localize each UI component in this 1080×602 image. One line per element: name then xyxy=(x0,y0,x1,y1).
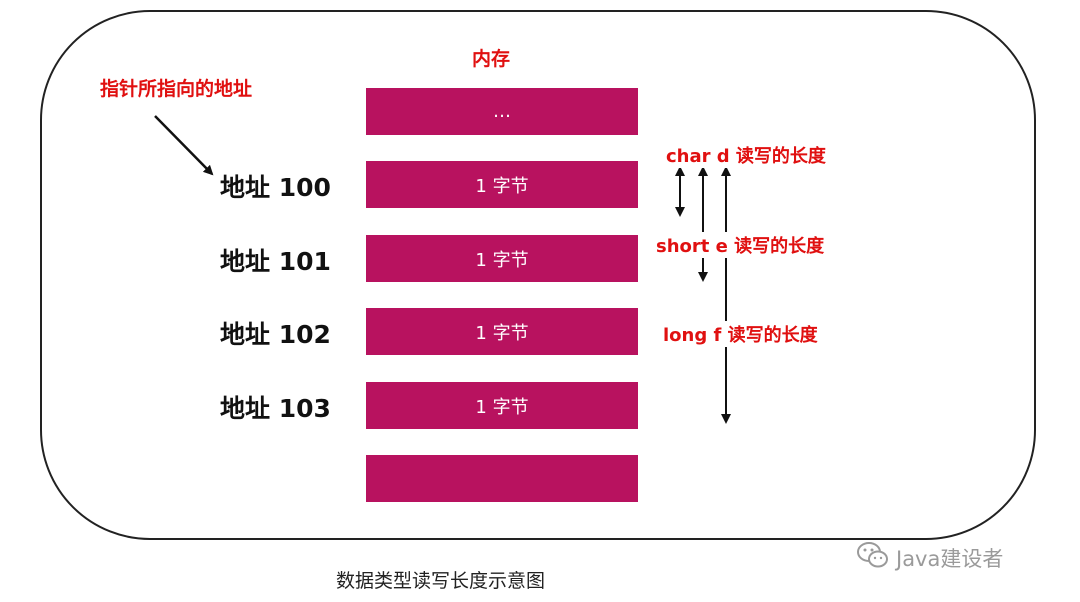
char-length-label: char d 读写的长度 xyxy=(664,142,828,168)
memory-cell-103: 1 字节 xyxy=(366,382,638,429)
address-label-103: 地址 103 xyxy=(220,394,331,423)
memory-cell-100: 1 字节 xyxy=(366,161,638,208)
address-label-100: 地址 100 xyxy=(220,173,331,202)
address-label-101: 地址 101 xyxy=(220,247,331,276)
wechat-icon xyxy=(856,540,890,575)
long-length-label: long f 读写的长度 xyxy=(661,321,820,347)
memory-cell-empty xyxy=(366,455,638,502)
memory-cell-ellipsis: … xyxy=(366,88,638,135)
memory-cell-102: 1 字节 xyxy=(366,308,638,355)
address-label-102: 地址 102 xyxy=(220,320,331,349)
watermark-text: Java建设者 xyxy=(896,546,1004,571)
pointer-label: 指针所指向的地址 xyxy=(100,78,253,100)
figure-caption: 数据类型读写长度示意图 xyxy=(336,570,546,592)
memory-title: 内存 xyxy=(471,48,510,70)
watermark: Java建设者 xyxy=(856,540,1003,575)
pointer-arrow xyxy=(154,115,214,176)
memory-cell-101: 1 字节 xyxy=(366,235,638,282)
diagram-frame xyxy=(40,10,1036,540)
short-length-label: short e 读写的长度 xyxy=(654,232,827,258)
